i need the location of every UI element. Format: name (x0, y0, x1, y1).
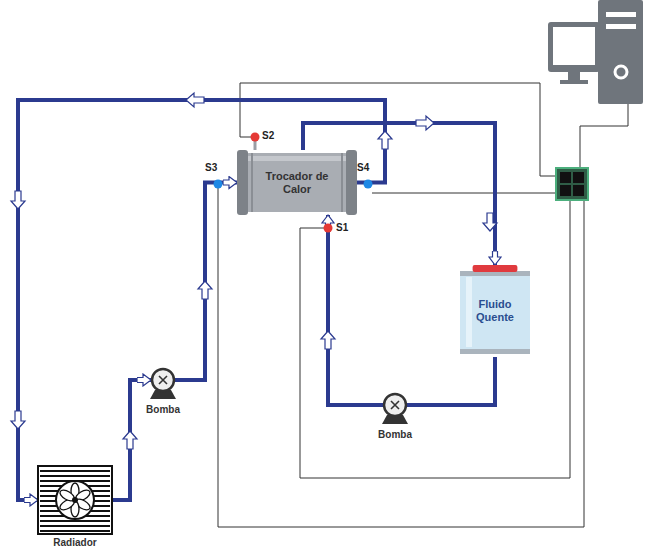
drive-slot (606, 12, 636, 17)
radiator-frame (38, 466, 112, 534)
controller-chip (556, 168, 588, 200)
pump-shape (151, 368, 175, 392)
pipe (112, 380, 151, 500)
flow-arrow (198, 281, 212, 299)
flow-arrow (186, 93, 204, 107)
end-cap (237, 150, 248, 215)
temperature-sensor (324, 224, 333, 233)
flow-arrow (123, 431, 137, 449)
flow-arrow (483, 213, 497, 231)
monitor-stand (568, 72, 580, 80)
pump-cross (159, 376, 167, 384)
pipe (18, 100, 385, 500)
pipe (175, 183, 237, 381)
temperature-sensor (251, 133, 260, 142)
pipe (407, 357, 495, 405)
power-button (615, 66, 627, 78)
radiator-fin (40, 475, 110, 477)
pump-housing (384, 394, 406, 416)
computer-tower (598, 0, 643, 104)
chip-pad (560, 172, 571, 183)
monitor-screen (553, 27, 595, 65)
monitor (548, 22, 600, 72)
chip-pad (573, 185, 584, 196)
chip-pad (573, 172, 584, 183)
tank-cap (473, 265, 518, 272)
radiator: Radiador (38, 466, 112, 534)
pump: Bomba (383, 393, 407, 417)
signal-wire (372, 193, 556, 194)
controller-board (556, 168, 588, 200)
end-cap (346, 150, 357, 215)
data-cable (580, 104, 628, 168)
heat-exchanger: Trocador de Calor (237, 150, 357, 215)
node-text: Fluido Quente (466, 298, 524, 323)
tank-highlight (466, 277, 472, 347)
pump: Bomba (151, 368, 175, 392)
radiator-fin (40, 520, 110, 522)
temperature-sensor (214, 180, 223, 189)
sensor-label: S3 (205, 162, 217, 173)
sensor-label: S1 (336, 222, 348, 233)
radiator-fin (40, 470, 110, 472)
flow-arrow (11, 411, 25, 429)
temperature-sensor (364, 180, 373, 189)
radiator-shape (38, 466, 112, 534)
node-label: Radiador (53, 537, 96, 548)
fan-hub (72, 497, 78, 503)
tank-rim (460, 349, 530, 354)
body-rib (251, 153, 253, 212)
pump-cross (391, 401, 399, 409)
node-label: Bomba (378, 429, 412, 440)
fan-ring (56, 481, 94, 519)
sensor-label: S2 (262, 130, 274, 141)
radiator-fin (40, 530, 110, 532)
node-text: Trocador de Calor (259, 170, 335, 195)
node-label: Bomba (146, 404, 180, 415)
monitor-base (560, 80, 588, 84)
pipe (328, 215, 383, 405)
flow-arrow (11, 191, 25, 209)
tank-body (460, 273, 530, 351)
pump-shape (383, 393, 407, 417)
body-highlight (247, 156, 347, 161)
flow-arrow (378, 131, 392, 149)
chip-pad (560, 185, 571, 196)
exchanger-body (245, 153, 349, 212)
computer-icon (548, 0, 643, 104)
signal-wires (218, 83, 628, 527)
hot-fluid-tank: Fluido Quente (460, 265, 530, 357)
sensor-label: S4 (357, 162, 369, 173)
signal-wire (218, 184, 584, 527)
flow-arrow (321, 331, 335, 349)
flow-arrows (11, 93, 497, 449)
signal-wire (300, 200, 570, 478)
pump-housing (152, 369, 174, 391)
sensors (214, 133, 373, 233)
drive-slot (606, 24, 636, 29)
flow-arrow (416, 116, 434, 130)
body-rib (341, 153, 343, 212)
radiator-fin (40, 525, 110, 527)
